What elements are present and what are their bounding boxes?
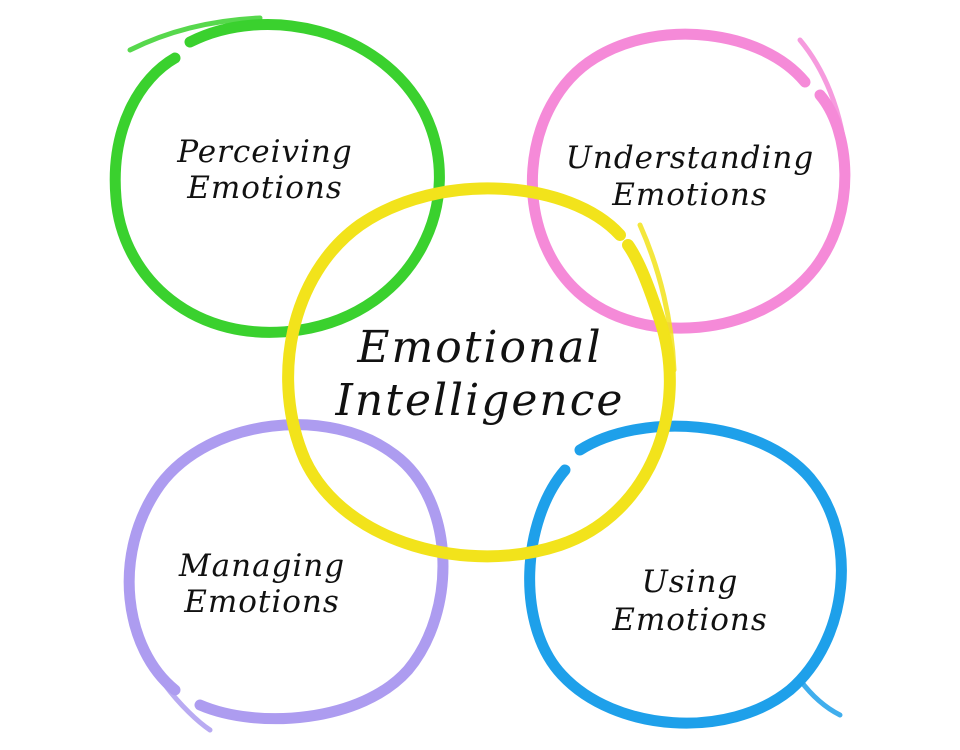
label-perceiving-line1: Perceiving <box>176 134 353 170</box>
label-using-line2: Emotions <box>611 602 768 638</box>
ring-understanding-tail <box>797 37 848 153</box>
label-center-line1: Emotional <box>356 322 602 373</box>
label-managing-line2: Emotions <box>183 584 340 620</box>
ring-managing-main <box>123 419 449 725</box>
label-understanding-line2: Emotions <box>611 177 768 213</box>
ring-managing <box>123 419 449 733</box>
ring-perceiving <box>109 15 445 338</box>
ring-center-main <box>282 182 676 563</box>
ring-perceiving-main <box>109 19 445 338</box>
ring-understanding <box>526 28 851 334</box>
label-perceiving-line2: Emotions <box>186 170 343 206</box>
label-center-line2: Intelligence <box>335 375 625 426</box>
ring-using <box>524 420 847 729</box>
label-using-line1: Using <box>642 564 739 600</box>
ring-center-tail <box>637 222 677 373</box>
ring-perceiving-tail <box>127 15 263 53</box>
ring-understanding-main <box>526 28 851 334</box>
ring-using-main <box>524 420 847 729</box>
label-managing-line1: Managing <box>178 548 345 584</box>
ring-managing-tail <box>162 682 213 733</box>
label-understanding-line1: Understanding <box>566 140 814 176</box>
ring-center <box>282 182 677 563</box>
ring-using-tail <box>797 677 843 718</box>
